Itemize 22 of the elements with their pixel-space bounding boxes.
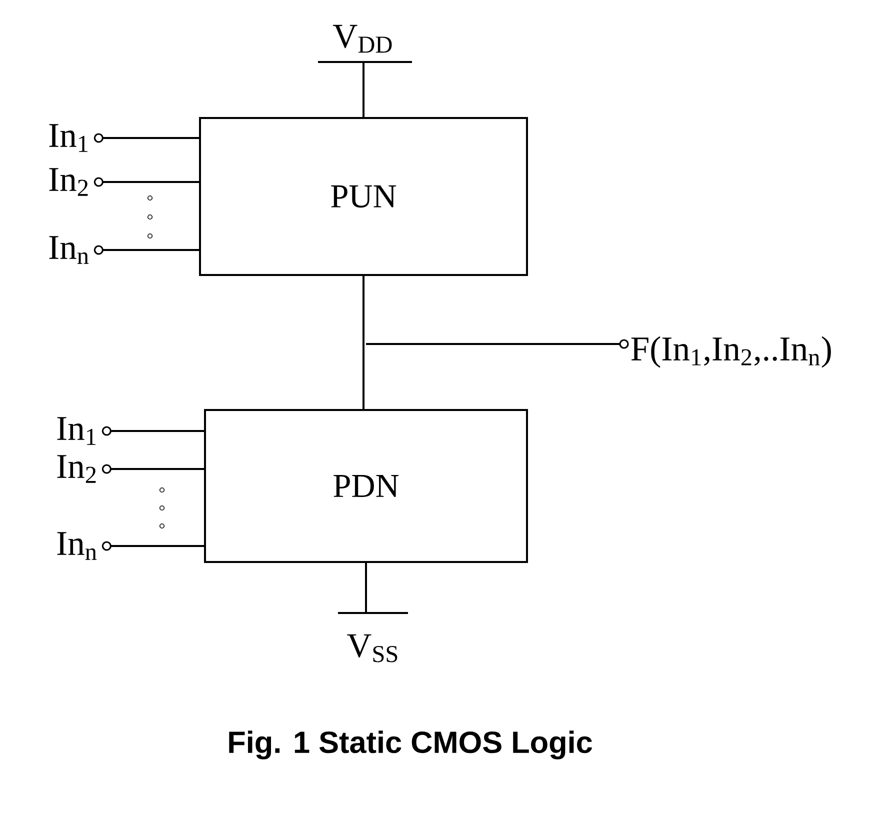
output-label: F(In$_{1}$,In$_{2}$,..In$_{n}$) xyxy=(631,336,831,368)
wire xyxy=(94,245,199,255)
input-label: In$_{n}$ xyxy=(57,532,97,560)
block-box: PUN xyxy=(199,117,528,276)
wire xyxy=(102,426,204,436)
wire xyxy=(102,464,204,474)
wire xyxy=(366,339,629,349)
block-box: PDN xyxy=(204,409,528,563)
wire xyxy=(362,62,364,117)
caption: Fig. 1 Static CMOS Logic xyxy=(229,730,592,760)
input-label: In$_{n}$ xyxy=(49,236,89,264)
wire xyxy=(102,541,204,551)
input-label: In$_{1}$ xyxy=(49,124,88,152)
wire xyxy=(94,177,199,187)
wire xyxy=(362,276,364,409)
wire xyxy=(94,133,199,143)
input-label: In$_{2}$ xyxy=(57,455,96,483)
supply-label: V$_{SS}$ xyxy=(347,634,398,662)
input-label: In$_{2}$ xyxy=(49,168,88,196)
supply-label: V$_{DD}$ xyxy=(333,24,392,53)
input-label: In$_{1}$ xyxy=(57,417,96,445)
wire xyxy=(365,563,367,613)
